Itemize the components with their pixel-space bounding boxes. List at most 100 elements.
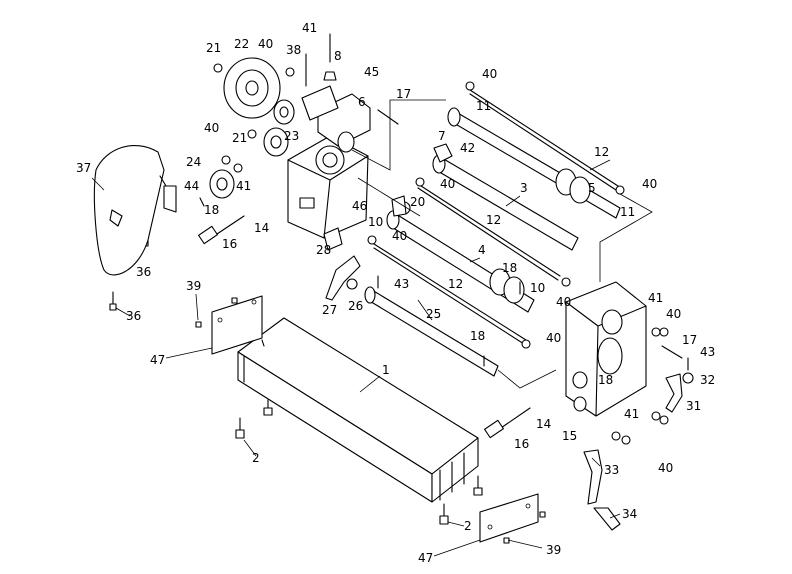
callout-43: 43 — [700, 345, 715, 359]
shaft-12-middle — [417, 183, 561, 281]
callout-7: 7 — [438, 129, 446, 143]
gear-22 — [223, 57, 281, 119]
shaft-12-upper — [469, 89, 619, 191]
callout-5: 5 — [588, 181, 596, 195]
callout-47: 47 — [418, 551, 433, 565]
callout-41: 41 — [648, 291, 663, 305]
callout-41: 41 — [236, 179, 251, 193]
callout-44: 44 — [184, 179, 199, 193]
washers — [213, 63, 694, 445]
callout-21: 21 — [232, 131, 247, 145]
callout-40: 40 — [658, 461, 673, 475]
callout-2: 2 — [464, 519, 472, 533]
callout-26: 26 — [348, 299, 363, 313]
callout-42: 42 — [460, 141, 475, 155]
base-channel — [237, 317, 479, 503]
callout-18: 18 — [502, 261, 517, 275]
callout-47: 47 — [150, 353, 165, 367]
callout-11: 11 — [476, 99, 491, 113]
callout-39: 39 — [186, 279, 201, 293]
callout-40: 40 — [666, 307, 681, 321]
callout-15: 15 — [562, 429, 577, 443]
callout-40: 40 — [258, 37, 273, 51]
shaft-12-lower — [373, 243, 527, 345]
callout-46: 46 — [352, 199, 367, 213]
callout-40: 40 — [546, 331, 561, 345]
callout-41: 41 — [302, 21, 317, 35]
right-frame — [565, 281, 647, 417]
callout-6: 6 — [358, 95, 366, 109]
callout-2: 2 — [252, 451, 260, 465]
gear-6 — [337, 131, 355, 153]
callout-28: 28 — [316, 243, 331, 257]
shaft-25 — [364, 286, 499, 377]
lever-31 — [665, 373, 683, 413]
callout-36: 36 — [126, 309, 141, 323]
lever-27 — [325, 255, 361, 301]
callout-12: 12 — [594, 145, 609, 159]
pins — [199, 33, 689, 371]
callout-32: 32 — [700, 373, 715, 387]
callout-14: 14 — [536, 417, 551, 431]
callout-labels: 1 2 2 3 4 5 6 7 8 10 10 11 11 12 12 12 1… — [76, 21, 715, 565]
shaft-4 — [386, 210, 535, 313]
callout-14: 14 — [254, 221, 269, 235]
callout-39: 39 — [546, 543, 561, 557]
callout-1: 1 — [382, 363, 390, 377]
callout-3: 3 — [520, 181, 528, 195]
callout-20: 20 — [410, 195, 425, 209]
callout-22: 22 — [234, 37, 249, 51]
callout-11: 11 — [620, 205, 635, 219]
gear-23 — [263, 127, 289, 157]
callout-36: 36 — [136, 265, 151, 279]
callout-33: 33 — [604, 463, 619, 477]
gear-24 — [209, 169, 235, 199]
callout-31: 31 — [686, 399, 701, 413]
callout-41: 41 — [624, 407, 639, 421]
callout-16: 16 — [222, 237, 237, 251]
crank-handle — [583, 449, 621, 531]
spring-17-upper — [377, 109, 399, 125]
head-frame — [287, 85, 371, 239]
callout-45: 45 — [364, 65, 379, 79]
callout-10: 10 — [530, 281, 545, 295]
callout-34: 34 — [622, 507, 637, 521]
callout-18: 18 — [470, 329, 485, 343]
gear-small-upper — [273, 99, 295, 125]
callout-18: 18 — [204, 203, 219, 217]
callout-18: 18 — [598, 373, 613, 387]
callout-40: 40 — [556, 295, 571, 309]
leader-lines — [91, 159, 621, 557]
callout-12: 12 — [448, 277, 463, 291]
callout-17: 17 — [396, 87, 411, 101]
callout-16: 16 — [514, 437, 529, 451]
callout-40: 40 — [642, 177, 657, 191]
callout-24: 24 — [186, 155, 201, 169]
shaft-upper-5 — [447, 107, 621, 219]
callout-40: 40 — [440, 177, 455, 191]
callout-12: 12 — [486, 213, 501, 227]
callout-43: 43 — [394, 277, 409, 291]
belt-guard — [93, 145, 165, 276]
callout-40: 40 — [482, 67, 497, 81]
callout-25: 25 — [426, 307, 441, 321]
callout-38: 38 — [286, 43, 301, 57]
callout-8: 8 — [334, 49, 342, 63]
callout-40: 40 — [204, 121, 219, 135]
callout-10: 10 — [368, 215, 383, 229]
spring-16-upper — [198, 215, 245, 245]
side-plate-left — [211, 295, 263, 355]
spring-16-lower — [484, 407, 531, 439]
spring-17-lower — [661, 345, 683, 359]
callout-27: 27 — [322, 303, 337, 317]
callout-37: 37 — [76, 161, 91, 175]
side-plate-right — [479, 493, 539, 543]
callout-17: 17 — [682, 333, 697, 347]
callout-40: 40 — [392, 229, 407, 243]
callout-4: 4 — [478, 243, 486, 257]
callout-23: 23 — [284, 129, 299, 143]
shaft-3 — [432, 154, 579, 251]
callout-21: 21 — [206, 41, 221, 55]
